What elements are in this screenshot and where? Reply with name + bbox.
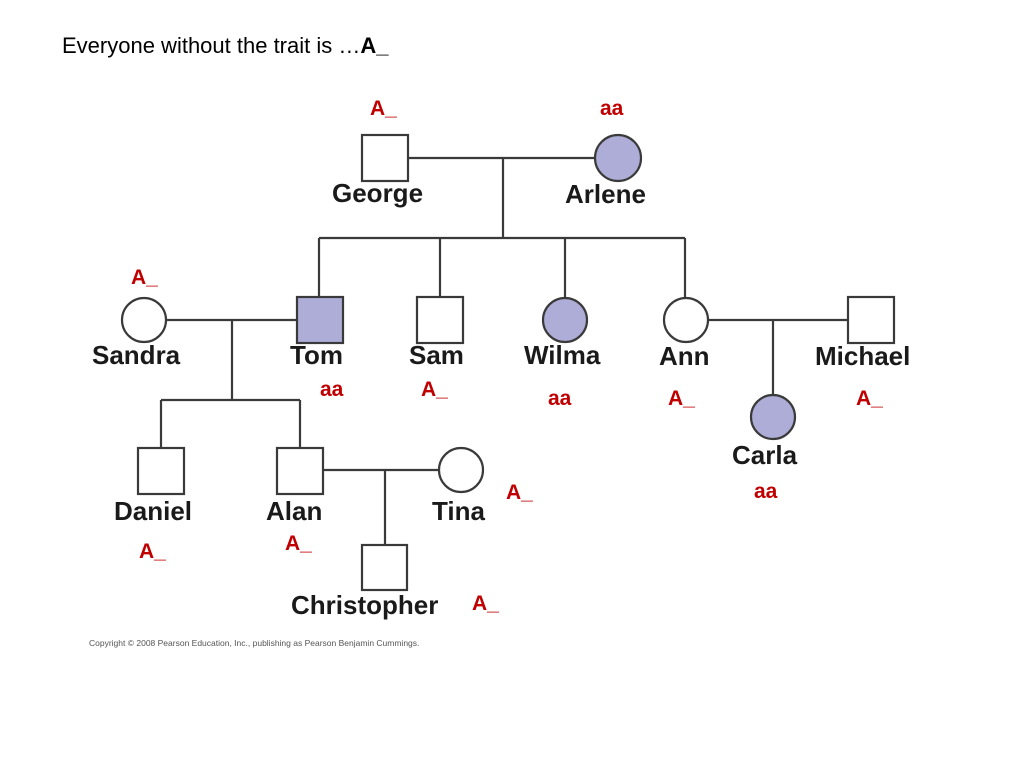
heading-text: Everyone without the trait is … bbox=[62, 33, 361, 58]
individual-name: George bbox=[332, 178, 423, 208]
individual-name: Tom bbox=[290, 340, 343, 370]
genotype-label: A_ bbox=[668, 387, 695, 410]
individual-michael: Michael A_ bbox=[815, 295, 910, 410]
individual-name: Wilma bbox=[524, 340, 601, 370]
genotype-label: A_ bbox=[139, 540, 166, 563]
genotype-label: A_ bbox=[131, 266, 158, 289]
male-square-symbol bbox=[415, 295, 465, 345]
heading-genotype: A_ bbox=[360, 33, 389, 58]
affected-female-circle-symbol bbox=[749, 393, 797, 441]
male-square-symbol bbox=[275, 446, 325, 496]
genotype-label: aa bbox=[600, 97, 624, 120]
individual-ann: Ann A_ bbox=[659, 296, 710, 410]
genotype-label: A_ bbox=[856, 387, 883, 410]
female-circle-symbol bbox=[662, 296, 710, 344]
individual-christopher: Christopher A_ bbox=[291, 543, 499, 620]
female-circle-symbol bbox=[120, 296, 168, 344]
individual-name: Michael bbox=[815, 341, 910, 371]
individual-sandra: Sandra A_ bbox=[92, 266, 181, 370]
male-square-symbol bbox=[360, 133, 410, 183]
male-square-symbol bbox=[360, 543, 409, 592]
genotype-label: A_ bbox=[506, 481, 533, 504]
individual-alan: Alan A_ bbox=[266, 446, 325, 555]
individual-name: Christopher bbox=[291, 590, 438, 620]
individual-arlene: Arlene aa bbox=[565, 97, 646, 209]
individual-tom: Tom aa bbox=[290, 295, 345, 401]
genotype-label: A_ bbox=[421, 378, 448, 401]
individual-tina: Tina A_ bbox=[432, 446, 533, 526]
page-heading: Everyone without the trait is …A_ bbox=[62, 33, 388, 59]
genotype-label: A_ bbox=[285, 532, 312, 555]
individual-carla: Carla aa bbox=[732, 393, 798, 503]
genotype-label: aa bbox=[548, 387, 572, 410]
affected-female-circle-symbol bbox=[593, 133, 643, 183]
connector-lines bbox=[159, 156, 848, 545]
individual-daniel: Daniel A_ bbox=[114, 446, 192, 563]
genotype-label: aa bbox=[754, 480, 778, 503]
genotype-label: aa bbox=[320, 378, 344, 401]
genotype-label: A_ bbox=[472, 592, 499, 615]
affected-male-square-symbol bbox=[295, 295, 345, 345]
affected-female-circle-symbol bbox=[541, 296, 589, 344]
individual-wilma: Wilma aa bbox=[524, 296, 601, 410]
copyright-notice: Copyright © 2008 Pearson Education, Inc.… bbox=[89, 638, 419, 648]
male-square-symbol bbox=[846, 295, 896, 345]
individual-name: Carla bbox=[732, 440, 798, 470]
individual-name: Tina bbox=[432, 496, 486, 526]
individual-name: Arlene bbox=[565, 179, 646, 209]
individual-george: George A_ bbox=[332, 97, 423, 208]
individual-name: Alan bbox=[266, 496, 322, 526]
individual-sam: Sam A_ bbox=[409, 295, 465, 401]
male-square-symbol bbox=[136, 446, 186, 496]
individual-name: Daniel bbox=[114, 496, 192, 526]
individual-name: Ann bbox=[659, 341, 710, 371]
individual-name: Sandra bbox=[92, 340, 181, 370]
individual-name: Sam bbox=[409, 340, 464, 370]
genotype-label: A_ bbox=[370, 97, 397, 120]
female-circle-symbol bbox=[437, 446, 485, 494]
